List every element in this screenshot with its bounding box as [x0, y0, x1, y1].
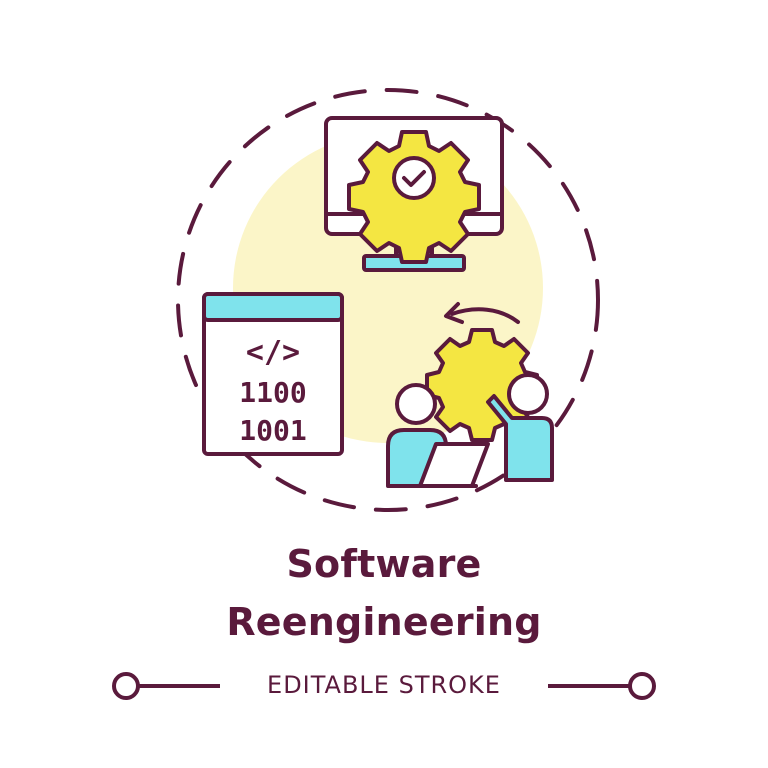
- editable-stroke-label: EDITABLE STROKE: [267, 671, 501, 699]
- team-gear-icon: [386, 328, 554, 488]
- right-end-circle: [628, 672, 656, 700]
- binary-row-2: 1001: [239, 414, 306, 447]
- monitor-gear-check-icon: [324, 116, 504, 272]
- dashed-ring: [176, 88, 600, 512]
- code-tag-text: </>: [246, 335, 300, 370]
- binary-row-1: 1100: [239, 376, 306, 409]
- code-window-icon: </> 1100 1001: [202, 292, 344, 456]
- refresh-arrow-icon: [444, 302, 520, 324]
- gear-icon: [347, 130, 481, 264]
- title-line-1: Software: [286, 542, 482, 586]
- footer-decoration: [112, 672, 656, 700]
- check-icon: [402, 170, 426, 187]
- title-line-2: Reengineering: [226, 600, 542, 644]
